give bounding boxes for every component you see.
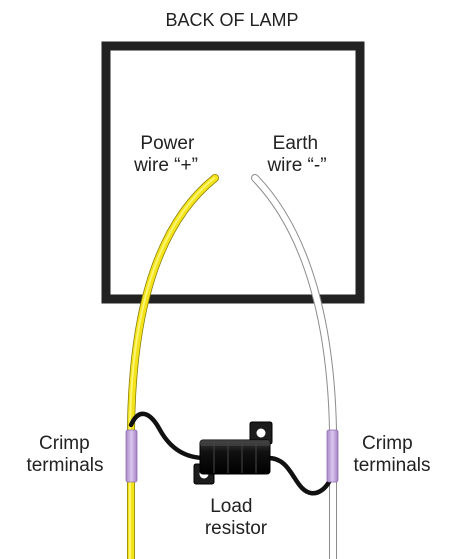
earth-wire-label: Earth wire “-” (266, 133, 326, 176)
diagram-title: BACK OF LAMP (165, 10, 298, 30)
lamp-back-outline (101, 41, 365, 304)
earth-wire-label-line2: wire “-” (266, 155, 326, 176)
power-wire-label: Power wire “+” (133, 133, 200, 176)
resistor-right-lead (265, 455, 336, 496)
left-crimp-label-line2: terminals (26, 455, 103, 476)
earth-wire-label-line1: Earth (273, 133, 318, 154)
resistor-left-lead (128, 411, 208, 461)
load-resistor (193, 421, 273, 485)
right-crimp-label: Crimp terminals (353, 433, 430, 476)
left-crimp-terminal (125, 429, 138, 483)
right-crimp-terminal (326, 429, 339, 483)
load-resistor-label-line2: resistor (205, 518, 268, 539)
left-crimp-label: Crimp terminals (26, 433, 103, 476)
load-resistor-label: Load resistor (205, 496, 268, 539)
power-wire (127, 174, 219, 559)
right-crimp-label-line2: terminals (353, 455, 430, 476)
power-wire-label-line1: Power (140, 133, 195, 154)
right-crimp-label-line1: Crimp (362, 433, 413, 454)
earth-wire (251, 174, 337, 559)
left-crimp-label-line1: Crimp (39, 433, 90, 454)
load-resistor-label-line1: Load (210, 496, 252, 517)
power-wire-label-line2: wire “+” (133, 155, 198, 176)
